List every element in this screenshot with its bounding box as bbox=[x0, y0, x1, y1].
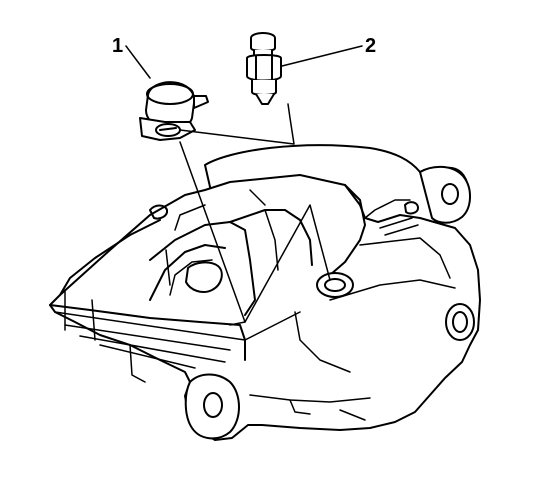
bleeder-valve bbox=[246, 32, 282, 105]
pad-wear-sensor-connector bbox=[139, 81, 209, 141]
caliper-body bbox=[49, 144, 481, 441]
callout-label-2: 2 bbox=[365, 35, 376, 57]
callout-1: 1 bbox=[112, 35, 151, 79]
callout-label-1: 1 bbox=[112, 35, 123, 57]
callout-2: 2 bbox=[281, 35, 376, 67]
installation-lines bbox=[179, 103, 331, 326]
